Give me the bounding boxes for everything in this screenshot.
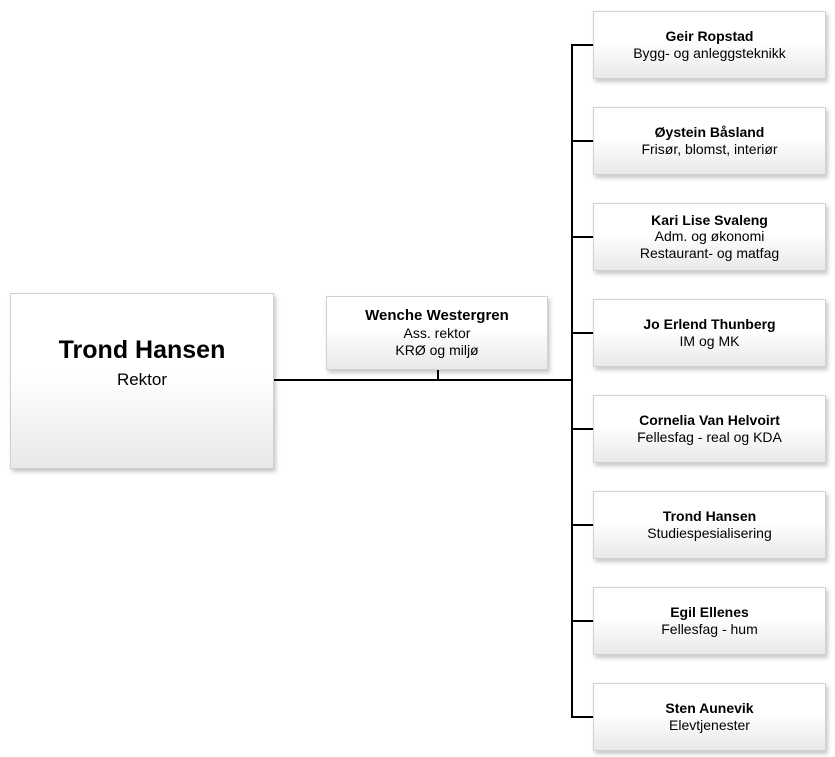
connector-trunk-vertical [571,45,573,717]
node-unit-6-name: Trond Hansen [662,508,757,525]
connector-stub-unit-1 [571,44,593,46]
node-root-role: Rektor [116,369,168,389]
node-unit-2-name: Øystein Båsland [654,124,765,141]
node-unit-7-role1: Fellesfag - hum [661,620,758,637]
connector-stub-unit-5 [571,428,593,430]
node-unit-3-name: Kari Lise Svaleng [651,211,768,228]
node-deputy-role2: KRØ og miljø [395,341,479,358]
node-root-name: Trond Hansen [58,336,226,364]
node-unit-1-role1: Bygg- og anleggsteknikk [633,44,786,61]
connector-deputy-stub [437,370,439,381]
node-root-rektor[interactable]: Trond Hansen Rektor [10,293,274,469]
connector-stub-unit-4 [571,332,593,334]
node-unit-5-name: Cornelia Van Helvoirt [639,412,780,429]
node-unit-6-role1: Studiespesialisering [647,524,772,541]
node-unit-2-role1: Frisør, blomst, interiør [641,140,778,157]
node-unit-8-role1: Elevtjenester [669,716,750,733]
node-unit-1-name: Geir Ropstad [665,28,754,45]
node-unit-3-role1: Adm. og økonomi [654,228,765,245]
connector-stub-unit-8 [571,716,593,718]
node-unit-3-role2: Restaurant- og matfag [639,245,780,262]
node-unit-4-role1: IM og MK [679,332,740,349]
connector-stub-unit-3 [571,236,593,238]
node-unit-8-name: Sten Aunevik [665,700,754,717]
node-unit-4-name: Jo Erlend Thunberg [643,316,776,333]
node-deputy-name: Wenche Westergren [365,307,509,325]
node-unit-7-name: Egil Ellenes [670,604,749,621]
node-unit-5-role1: Fellesfag - real og KDA [637,428,782,445]
node-deputy-role1: Ass. rektor [403,325,471,342]
connector-stub-unit-6 [571,524,593,526]
node-deputy-ass-rektor[interactable]: Wenche Westergren Ass. rektor KRØ og mil… [326,296,548,370]
connector-stub-unit-7 [571,620,593,622]
connector-root-to-trunk [274,379,573,381]
connector-stub-unit-2 [571,140,593,142]
